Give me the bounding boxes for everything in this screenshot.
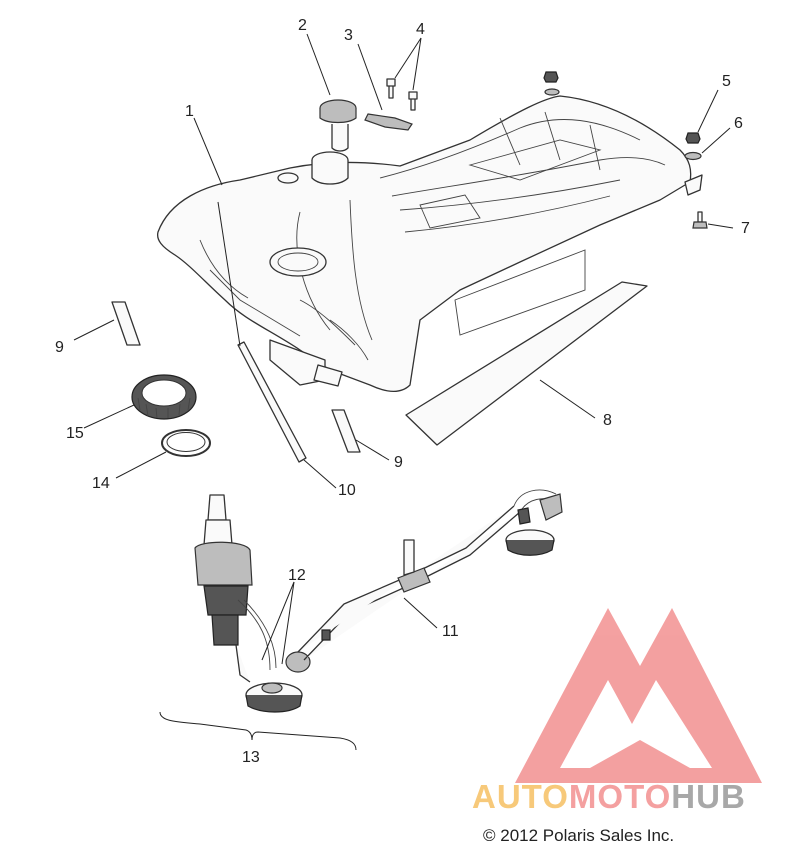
gasket [161, 429, 211, 457]
callout-1: 1 [185, 103, 194, 120]
nut-washer [543, 71, 702, 161]
watermark-moto: MOTO [568, 778, 672, 815]
screws [386, 78, 418, 111]
callout-5: 5 [722, 73, 731, 90]
fuel-line [297, 489, 563, 661]
callout-3: 3 [344, 27, 353, 44]
hose [237, 341, 307, 463]
foam-pads [111, 301, 361, 453]
watermark-text: AUTOMOTOHUB [472, 778, 746, 816]
bolt [692, 211, 708, 229]
leader-lines [73, 33, 734, 665]
callout-13: 13 [242, 749, 260, 766]
lock-ring [131, 374, 197, 420]
heat-shield [405, 281, 648, 446]
callout-14: 14 [92, 475, 110, 492]
copyright-text: © 2012 Polaris Sales Inc. [483, 826, 675, 845]
fuel-tank [156, 95, 703, 393]
fuel-pump [194, 494, 311, 713]
callout-labels: 1 2 3 4 5 6 7 8 9 9 10 11 12 13 14 15 [55, 17, 750, 766]
callout-12: 12 [288, 567, 306, 584]
watermark-auto: AUTO [472, 778, 569, 815]
callout-7: 7 [741, 220, 750, 237]
watermark-hub: HUB [671, 778, 746, 815]
brace-13 [159, 711, 357, 751]
callout-10: 10 [338, 482, 356, 499]
callout-2: 2 [298, 17, 307, 34]
callout-11: 11 [442, 623, 459, 640]
fuel-cap [319, 99, 357, 152]
automotohub-logo-icon [515, 608, 762, 783]
callout-8: 8 [603, 412, 612, 429]
vent-bracket [364, 113, 413, 131]
callout-6: 6 [734, 115, 743, 132]
callout-9a: 9 [55, 339, 64, 356]
callout-15: 15 [66, 425, 84, 442]
callout-9b: 9 [394, 454, 403, 471]
callout-4: 4 [416, 21, 425, 38]
